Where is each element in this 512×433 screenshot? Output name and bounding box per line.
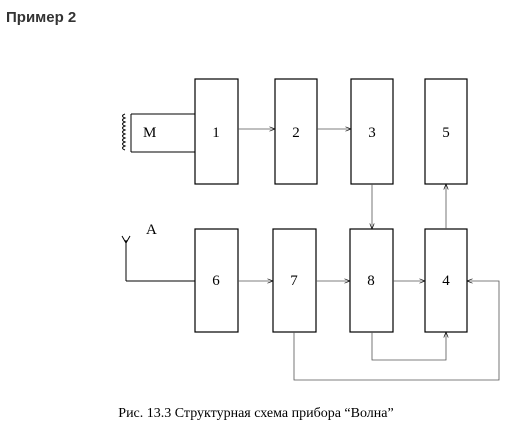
feedback-8-to-4: [371, 332, 446, 361]
coil-sensor: M: [122, 113, 195, 153]
block-1-label: 1: [212, 125, 220, 141]
antenna-label: A: [146, 222, 157, 238]
antenna: A: [121, 222, 195, 282]
block-3-label: 3: [368, 125, 376, 141]
block-6: 6: [194, 228, 239, 333]
block-1: 1: [194, 78, 239, 185]
block-3: 3: [350, 78, 394, 185]
feedback-7-to-4: [293, 281, 500, 381]
block-6-label: 6: [212, 273, 220, 289]
block-7: 7: [272, 228, 317, 333]
block-2: 2: [274, 78, 318, 185]
block-7-label: 7: [290, 273, 298, 289]
section-heading: Пример 2: [6, 9, 77, 26]
block-2-label: 2: [292, 125, 300, 141]
block-4-label: 4: [442, 273, 450, 289]
figure-caption: Рис. 13.3 Структурная схема прибора “Вол…: [118, 406, 393, 421]
block-5: 5: [424, 78, 468, 185]
block-4: 4: [424, 228, 468, 333]
block-5-label: 5: [442, 125, 450, 141]
coil-label: M: [143, 125, 156, 141]
block-8: 8: [349, 228, 394, 333]
block-8-label: 8: [367, 273, 375, 289]
